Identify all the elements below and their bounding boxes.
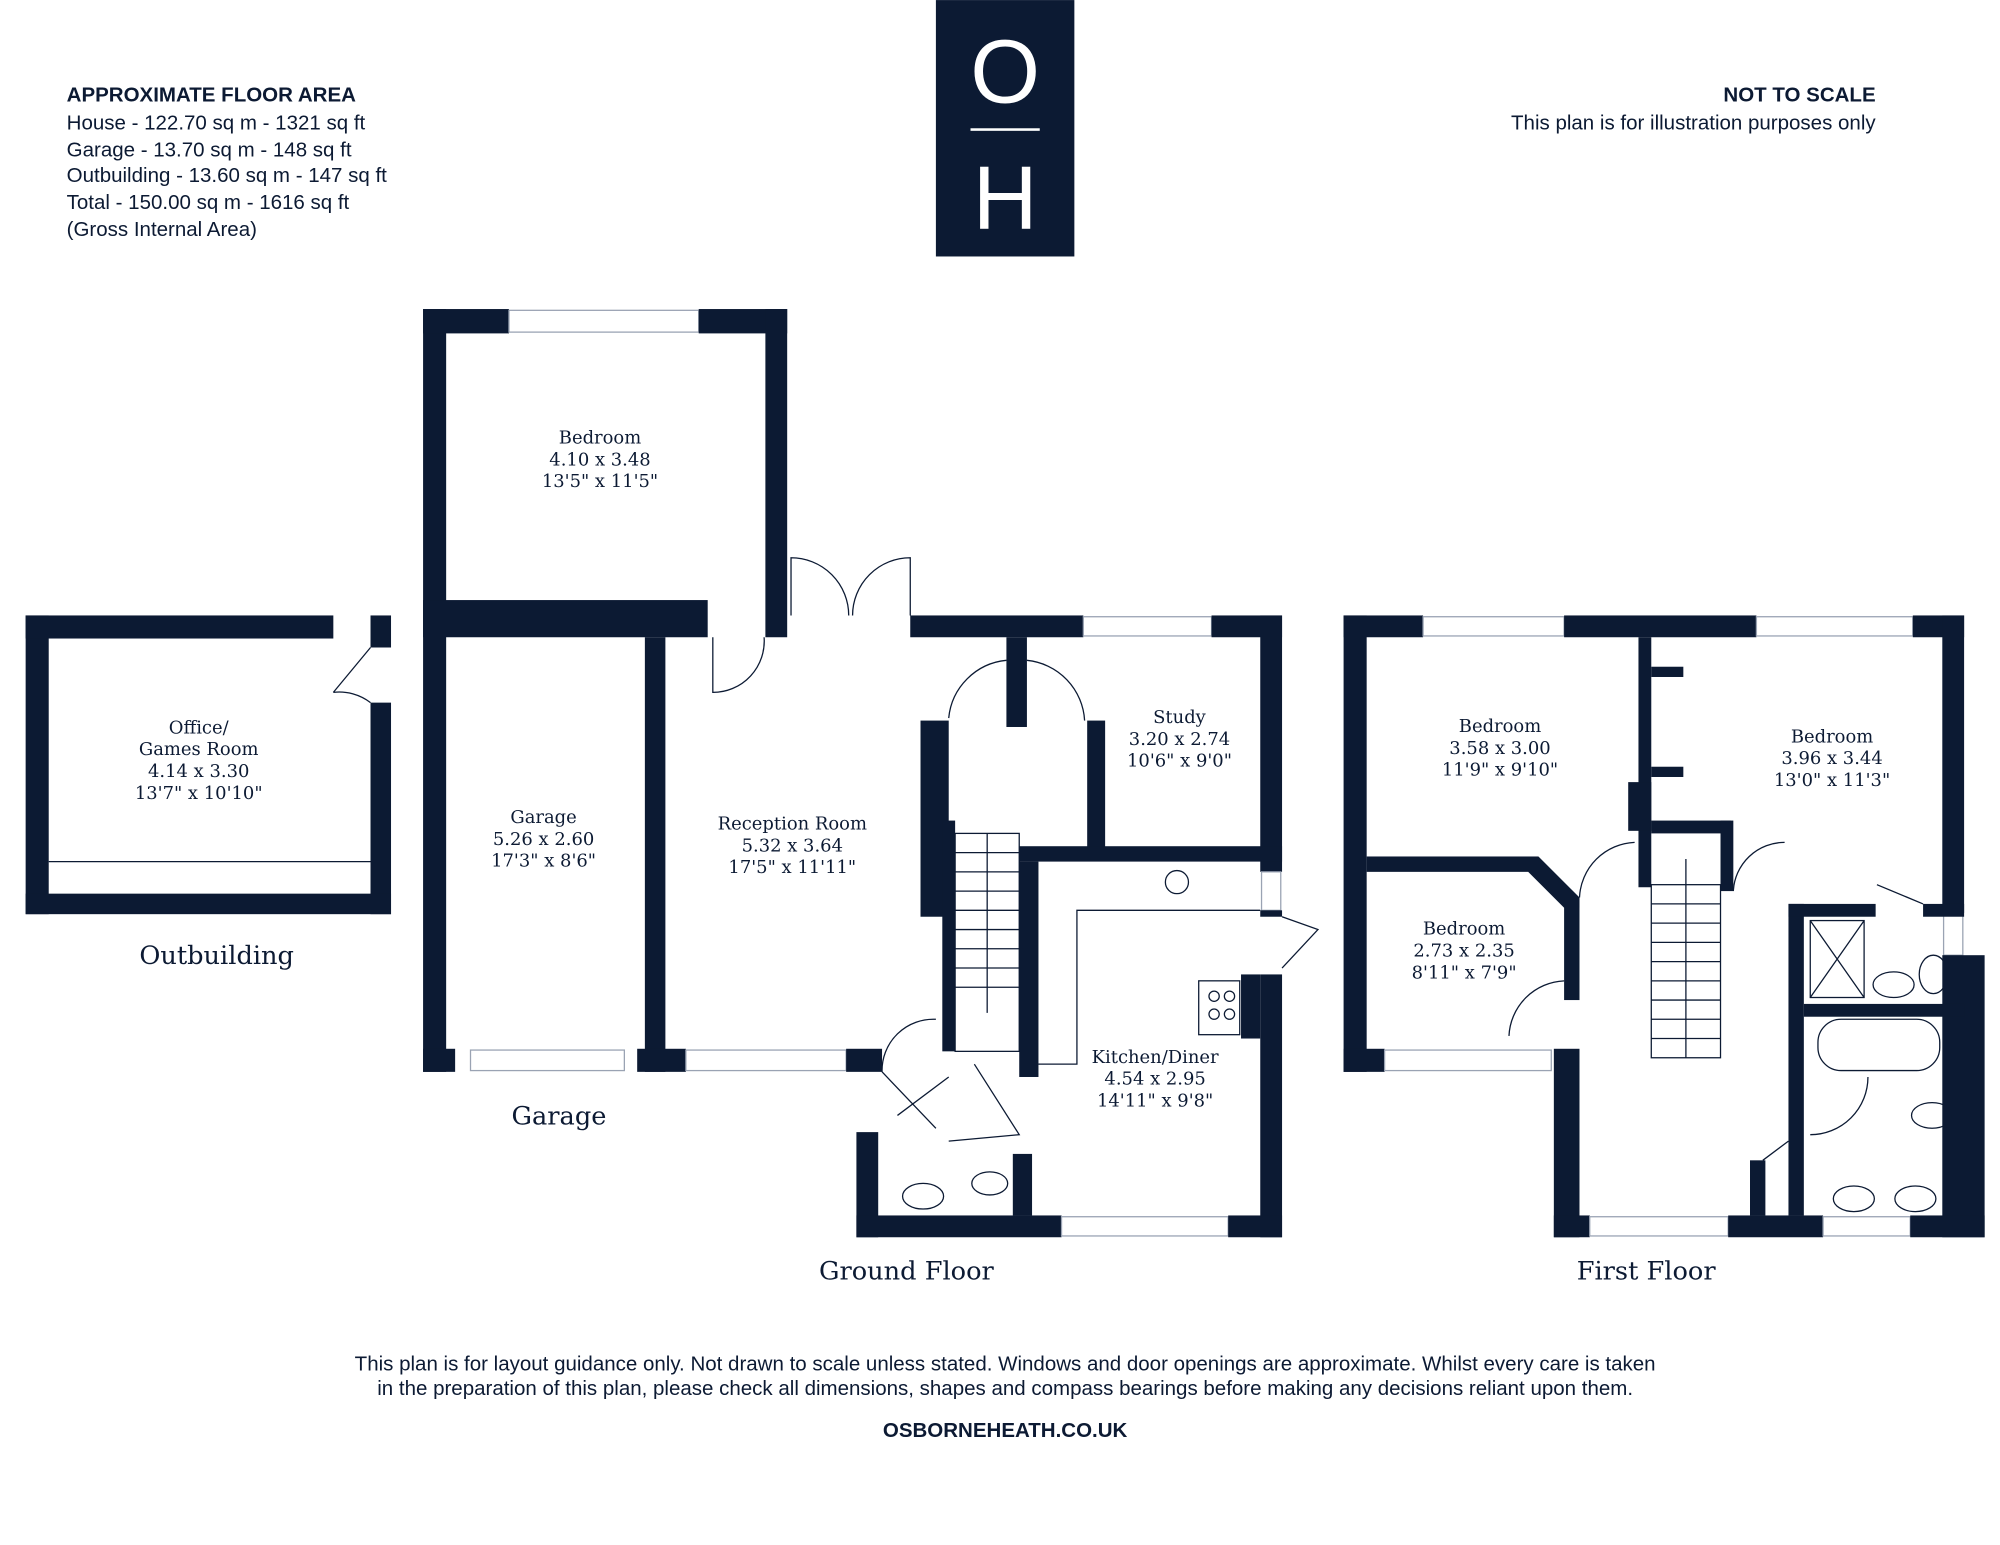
svg-text:17'5" x 11'11": 17'5" x 11'11" — [728, 857, 856, 878]
svg-text:5.32 x 3.64: 5.32 x 3.64 — [742, 835, 843, 856]
svg-text:2.73 x 2.35: 2.73 x 2.35 — [1413, 940, 1514, 961]
svg-text:Study: Study — [1153, 707, 1207, 728]
svg-text:11'9" x 9'10": 11'9" x 9'10" — [1442, 760, 1558, 781]
area-line: House - 122.70 sq m - 1321 sq ft — [67, 112, 366, 135]
not-to-scale-title: NOT TO SCALE — [1723, 83, 1875, 106]
disclaimer-line: This plan is for layout guidance only. N… — [355, 1353, 1656, 1376]
svg-text:Kitchen/Diner: Kitchen/Diner — [1092, 1047, 1219, 1068]
not-to-scale-subtitle: This plan is for illustration purposes o… — [1511, 112, 1876, 135]
room-label-garage: Garage 5.26 x 2.60 17'3" x 8'6" — [491, 807, 596, 872]
svg-text:13'0" x 11'3": 13'0" x 11'3" — [1774, 770, 1890, 791]
area-line: Garage - 13.70 sq m - 148 sq ft — [67, 138, 352, 161]
svg-text:5.26 x 2.60: 5.26 x 2.60 — [493, 829, 594, 850]
svg-text:Bedroom: Bedroom — [1791, 726, 1873, 747]
outbuilding-plan — [25, 615, 392, 915]
floor-label-first: First Floor — [1577, 1257, 1717, 1287]
svg-text:4.54 x 2.95: 4.54 x 2.95 — [1104, 1069, 1205, 1090]
first-floor-staircase — [1650, 859, 1722, 1059]
disclaimer-line: in the preparation of this plan, please … — [377, 1377, 1633, 1400]
svg-text:17'3" x 8'6": 17'3" x 8'6" — [491, 851, 596, 872]
logo-letter-h: H — [973, 148, 1038, 248]
svg-text:Games Room: Games Room — [139, 739, 259, 760]
floor-label-ground: Ground Floor — [819, 1257, 995, 1287]
svg-text:4.10 x 3.48: 4.10 x 3.48 — [549, 449, 650, 470]
svg-text:Bedroom: Bedroom — [559, 428, 641, 449]
svg-text:4.14 x 3.30: 4.14 x 3.30 — [148, 761, 249, 782]
svg-text:3.20 x 2.74: 3.20 x 2.74 — [1129, 729, 1230, 750]
svg-text:10'6" x 9'0": 10'6" x 9'0" — [1127, 751, 1232, 772]
room-label-bedroom-ground: Bedroom 4.10 x 3.48 13'5" x 11'5" — [542, 428, 658, 493]
area-line: Total - 150.00 sq m - 1616 sq ft — [67, 191, 350, 214]
svg-text:Reception Room: Reception Room — [718, 814, 867, 835]
room-label-bedroom-ff1: Bedroom 3.58 x 3.00 11'9" x 9'10" — [1442, 716, 1558, 781]
floor-label-outbuilding: Outbuilding — [139, 941, 294, 971]
room-label-study: Study 3.20 x 2.74 10'6" x 9'0" — [1127, 707, 1232, 772]
svg-text:Bedroom: Bedroom — [1459, 716, 1541, 737]
svg-text:3.96 x 3.44: 3.96 x 3.44 — [1781, 748, 1882, 769]
svg-text:13'7" x 10'10": 13'7" x 10'10" — [135, 783, 263, 804]
area-line: Outbuilding - 13.60 sq m - 147 sq ft — [67, 164, 388, 187]
brand-logo: O H — [935, 0, 1075, 257]
logo-letter-o: O — [970, 23, 1040, 123]
room-label-bedroom-ff3: Bedroom 2.73 x 2.35 8'11" x 7'9" — [1412, 919, 1517, 984]
svg-text:Bedroom: Bedroom — [1423, 919, 1505, 940]
room-label-bedroom-ff2: Bedroom 3.96 x 3.44 13'0" x 11'3" — [1774, 726, 1890, 791]
svg-text:14'11" x 9'8": 14'11" x 9'8" — [1097, 1090, 1213, 1111]
room-label-outbuilding-office: Office/ Games Room 4.14 x 3.30 13'7" x 1… — [135, 717, 263, 803]
room-label-reception: Reception Room 5.32 x 3.64 17'5" x 11'11… — [718, 814, 867, 879]
svg-text:Office/: Office/ — [169, 717, 230, 738]
svg-text:8'11" x 7'9": 8'11" x 7'9" — [1412, 962, 1517, 983]
first-floor-plan — [1343, 615, 1985, 1238]
staircase — [954, 832, 1020, 1052]
room-label-kitchen: Kitchen/Diner 4.54 x 2.95 14'11" x 9'8" — [1092, 1047, 1219, 1112]
ground-floor-plan — [423, 309, 1320, 1238]
svg-text:13'5" x 11'5": 13'5" x 11'5" — [542, 471, 658, 492]
website-link[interactable]: OSBORNEHEATH.CO.UK — [883, 1419, 1128, 1442]
area-line: (Gross Internal Area) — [67, 218, 257, 241]
svg-text:3.58 x 3.00: 3.58 x 3.00 — [1449, 738, 1550, 759]
area-title: APPROXIMATE FLOOR AREA — [67, 83, 356, 106]
floor-label-garage: Garage — [512, 1101, 607, 1131]
svg-text:Garage: Garage — [510, 807, 576, 828]
